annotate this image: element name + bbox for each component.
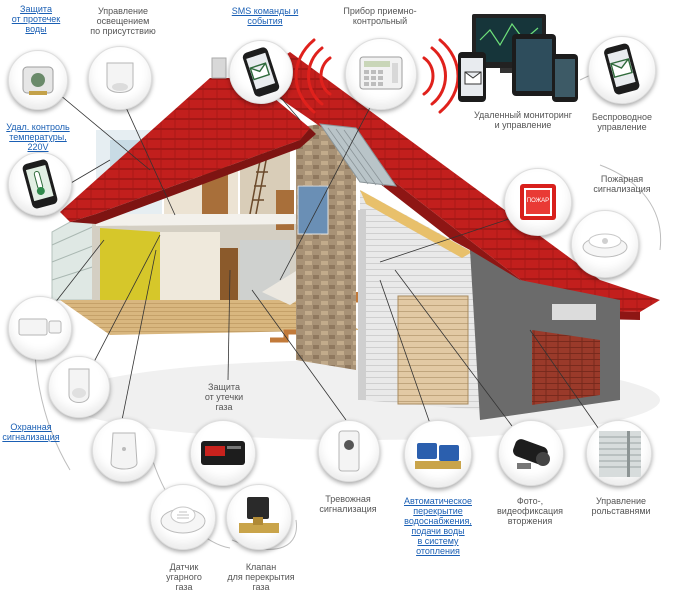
wireless-phone-icon: [588, 36, 656, 104]
panic-button-icon: [318, 420, 380, 482]
water-valve-icon: [404, 420, 472, 488]
control-panel-label: Прибор приемно-контрольный: [343, 6, 417, 26]
gas-detector-icon: [190, 420, 256, 486]
fire-button-icon: ПОЖАР: [504, 168, 572, 236]
gas-valve-icon: [226, 484, 292, 550]
door-sensor-icon: [8, 296, 72, 360]
control-panel-icon: [345, 38, 417, 110]
motion-sensor-icon: [48, 356, 110, 418]
siren-icon: [92, 418, 156, 482]
roller-shutter-icon: [586, 420, 652, 486]
temperature-phone-icon: [8, 152, 72, 216]
smoke-detector-icon: [571, 210, 639, 278]
sms-phone-icon: [229, 40, 293, 104]
co-sensor-icon: [150, 484, 216, 550]
leak-sensor-icon: [8, 50, 68, 110]
camera-icon: [498, 420, 564, 486]
fire-button-label: ПОЖАР: [526, 198, 550, 204]
presence-sensor-icon: [88, 46, 152, 110]
